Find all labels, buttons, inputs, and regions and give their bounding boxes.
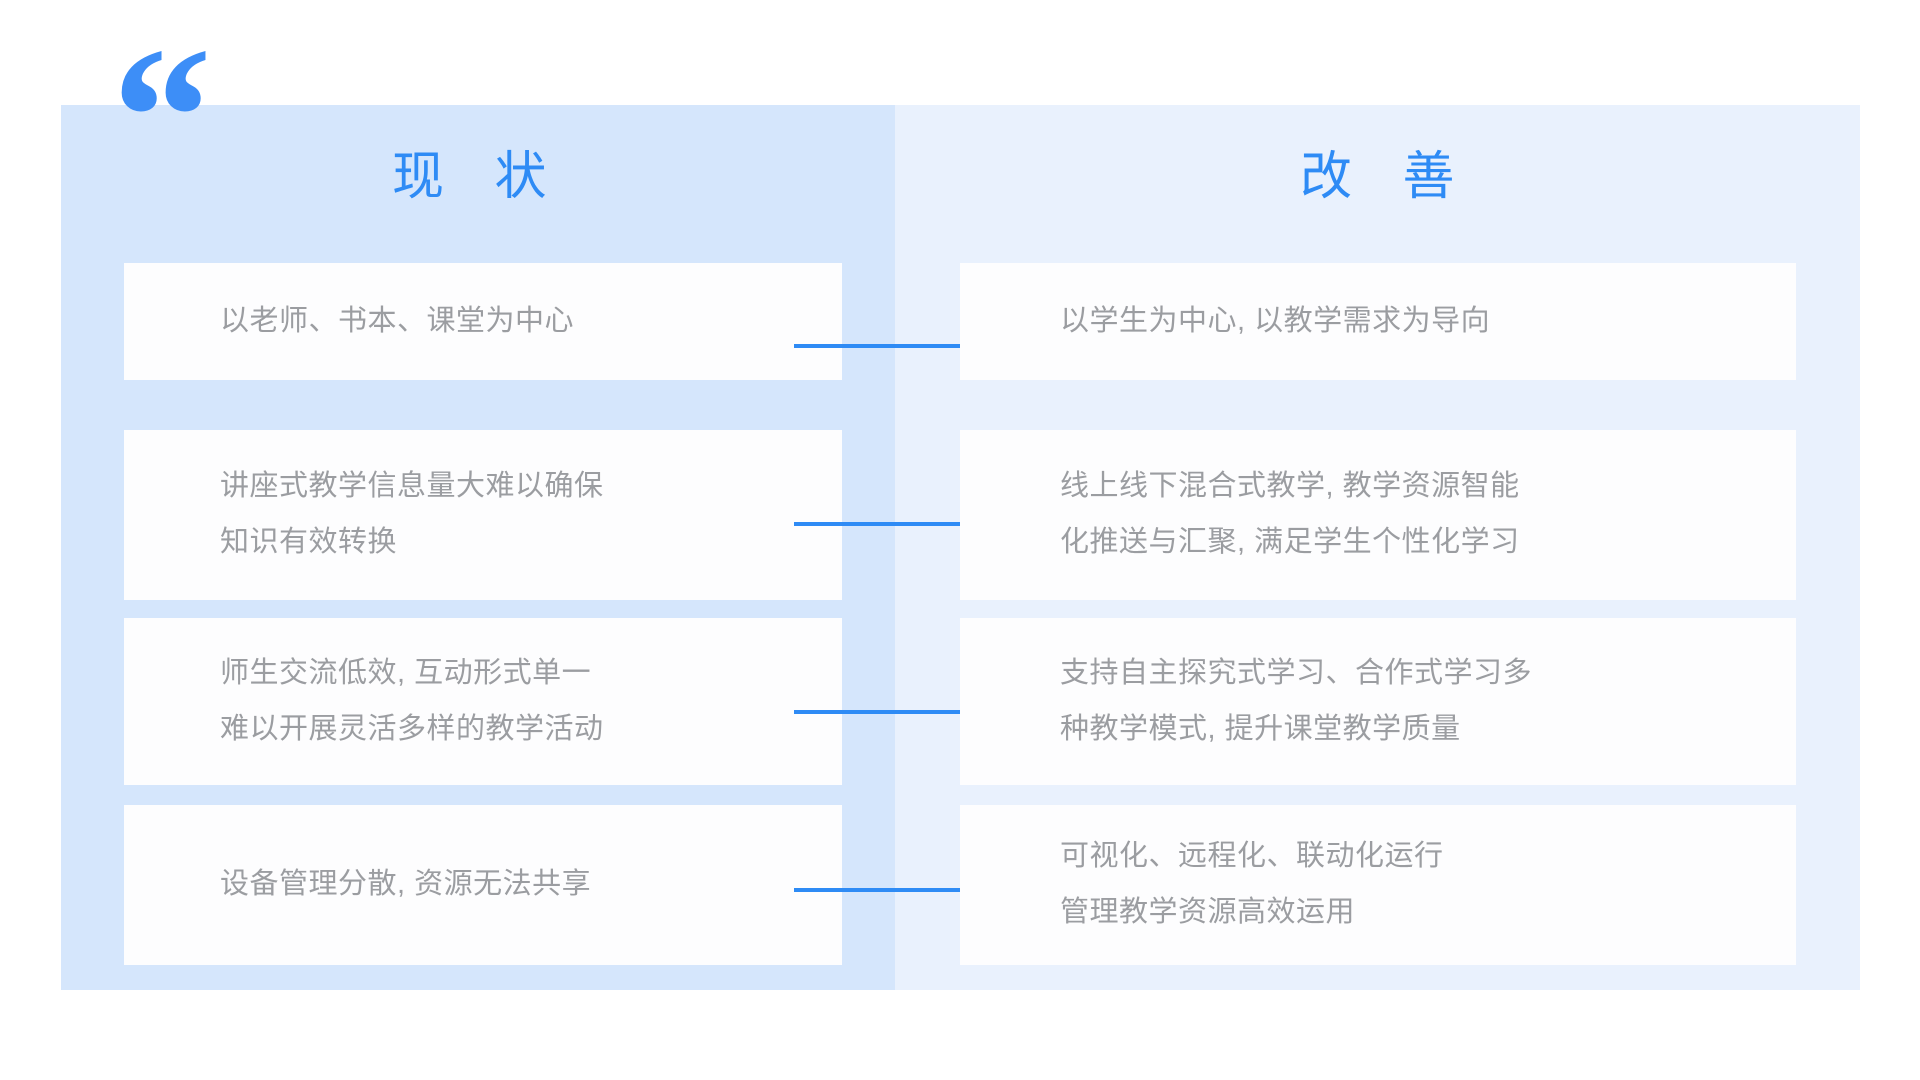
improved-card-1: 以学生为中心, 以教学需求为导向 [960,263,1796,380]
current-card-2: 讲座式教学信息量大难以确保 知识有效转换 [124,430,842,600]
current-card-3: 师生交流低效, 互动形式单一 难以开展灵活多样的教学活动 [124,618,842,785]
current-card-4: 设备管理分散, 资源无法共享 [124,805,842,965]
current-card-4-text: 设备管理分散, 资源无法共享 [220,868,592,901]
improved-card-2: 线上线下混合式教学, 教学资源智能 化推送与汇聚, 满足学生个性化学习 [960,430,1796,600]
improved-card-4: 可视化、远程化、联动化运行 管理教学资源高效运用 [960,805,1796,965]
column-title-current: 现 状 [392,148,565,206]
current-card-1: 以老师、书本、课堂为中心 [124,263,842,380]
improved-card-1-text: 以学生为中心, 以教学需求为导向 [1060,304,1491,337]
current-card-1-text: 以老师、书本、课堂为中心 [220,304,575,337]
current-card-2-text: 讲座式教学信息量大难以确保 知识有效转换 [220,470,604,558]
improved-card-3-text: 支持自主探究式学习、合作式学习多 种教学模式, 提升课堂教学质量 [1060,656,1533,745]
improved-card-2-text: 线上线下混合式教学, 教学资源智能 化推送与汇聚, 满足学生个性化学习 [1060,470,1520,558]
open-quote-icon: “ [112,7,212,228]
improved-card-4-text: 可视化、远程化、联动化运行 管理教学资源高效运用 [1060,840,1444,928]
current-card-3-text: 师生交流低效, 互动形式单一 难以开展灵活多样的教学活动 [220,656,604,745]
column-title-improved: 改 善 [1300,148,1473,206]
improved-card-3: 支持自主探究式学习、合作式学习多 种教学模式, 提升课堂教学质量 [960,618,1796,785]
